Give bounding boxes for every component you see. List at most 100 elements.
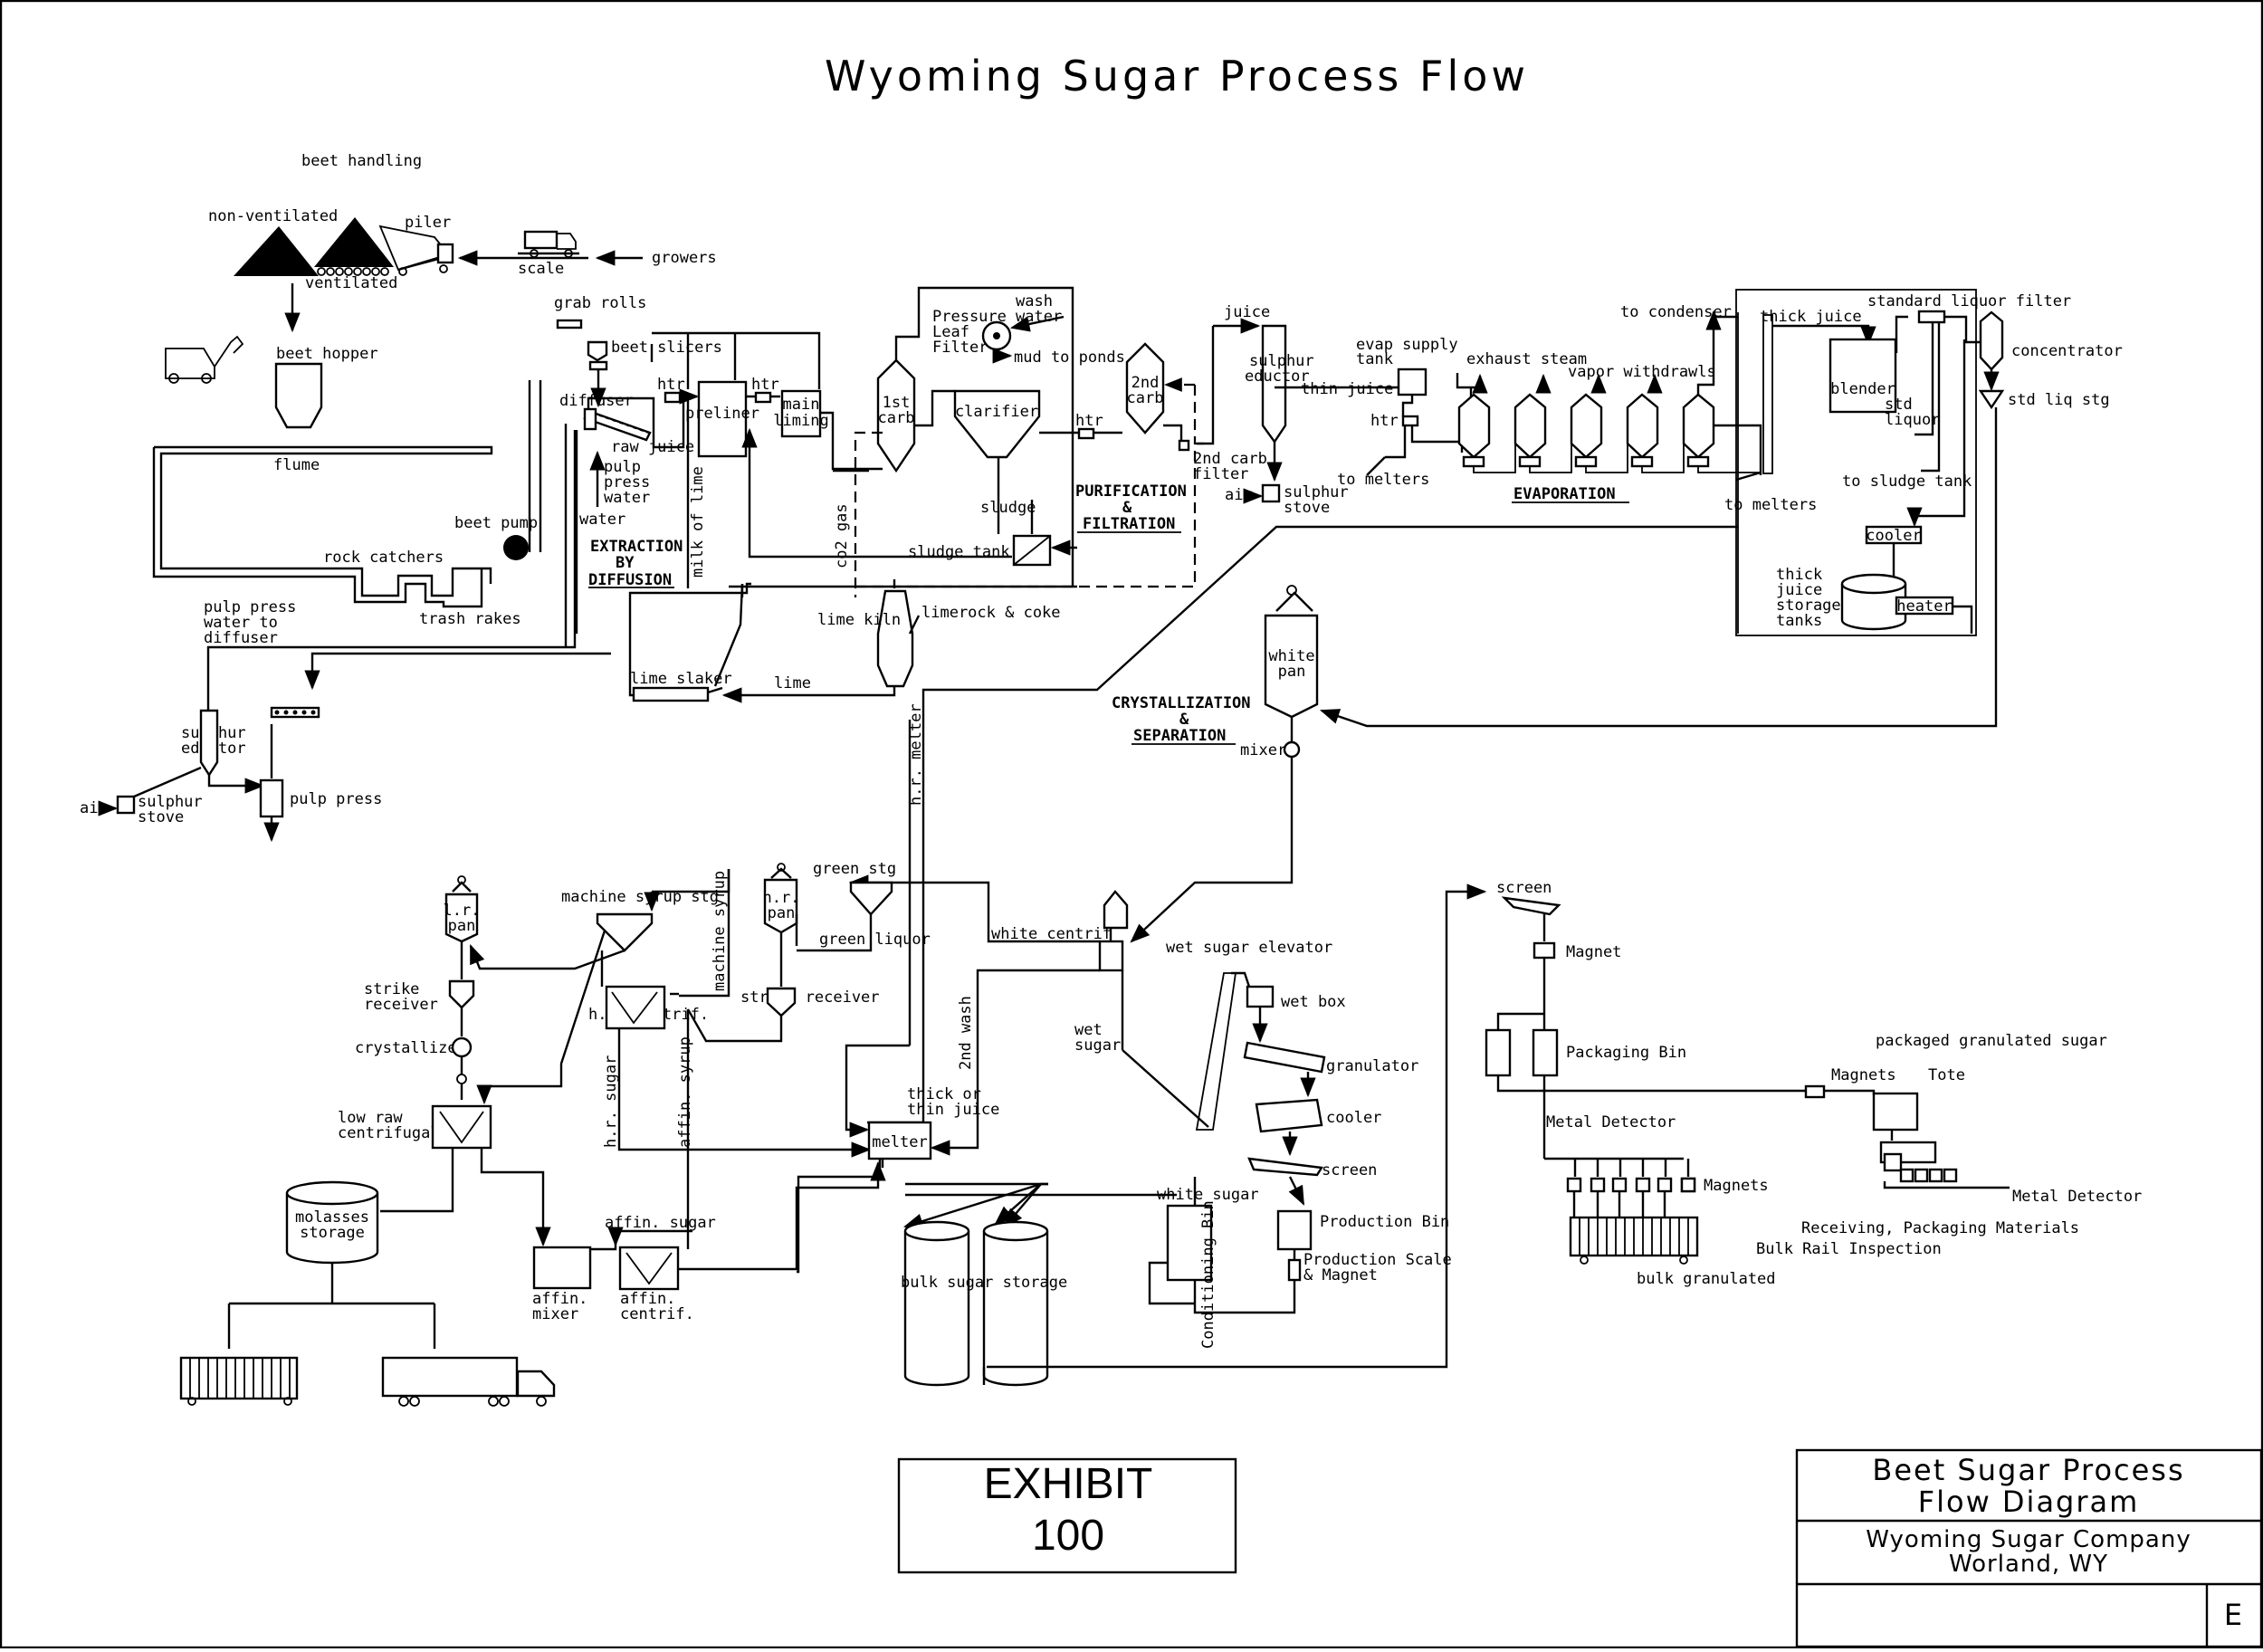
bulk-granulated-railcar bbox=[1569, 1216, 1699, 1265]
tote bbox=[1872, 1092, 1919, 1132]
wet-sugar-label-1: wet bbox=[1074, 1021, 1103, 1039]
white-pan bbox=[1264, 614, 1319, 719]
concentrator bbox=[1979, 310, 2004, 371]
sulphur-eductor-2-label-2: eductor bbox=[1245, 368, 1310, 386]
extraction-section-label-3: DIFFUSION bbox=[588, 571, 672, 589]
melter bbox=[867, 1121, 932, 1160]
to-sludge-tank-label: to sludge tank bbox=[1842, 473, 1972, 491]
thick-juice-area: thick juice blender standard liquor filt… bbox=[1724, 289, 2123, 636]
thick-juice-storage-label-4: tanks bbox=[1776, 612, 1822, 630]
lr-pan-label-1: l.r. bbox=[444, 902, 481, 920]
evaporator-2 bbox=[1513, 393, 1547, 468]
pulp-conveyor bbox=[270, 706, 320, 719]
second-carb-label-2: carb bbox=[1127, 389, 1164, 407]
bulk-sugar-storage-label: bulk sugar storage bbox=[901, 1274, 1067, 1292]
beet-hopper bbox=[274, 362, 323, 429]
packaged-granulated-label: packaged granulated sugar bbox=[1876, 1032, 2107, 1050]
air-label-1: air bbox=[80, 799, 108, 817]
flume-label: flume bbox=[273, 456, 320, 474]
affin-mixer-label-1: affin. bbox=[532, 1290, 587, 1308]
to-melters-label-2: to melters bbox=[1724, 496, 1817, 514]
screen-2 bbox=[1501, 896, 1561, 916]
sulphur-stove-2-label-1: sulphur bbox=[1284, 483, 1349, 501]
ventilated-label: ventilated bbox=[305, 274, 397, 292]
exhibit-label: EXHIBIT bbox=[984, 1460, 1153, 1508]
extraction-section-label-1: EXTRACTION bbox=[590, 538, 683, 556]
mixer bbox=[1283, 740, 1301, 759]
screen-label-1: screen bbox=[1322, 1161, 1377, 1179]
strike-receiver-1 bbox=[448, 979, 475, 1009]
beet-hopper-label: beet hopper bbox=[276, 345, 378, 363]
growers-label: growers bbox=[652, 249, 717, 267]
concentrator-label: concentrator bbox=[2011, 342, 2123, 360]
preliner-tank bbox=[697, 380, 748, 458]
magnets-label-2: Magnets bbox=[1831, 1066, 1896, 1084]
sulphur-stove-label-2: stove bbox=[138, 808, 184, 826]
filter-label: Filter bbox=[932, 339, 988, 357]
white-pan-label-2: pan bbox=[1278, 663, 1306, 681]
purification-section-label-1: PURIFICATION bbox=[1075, 482, 1187, 501]
sulphur-stove-2 bbox=[1261, 483, 1281, 503]
thick-or-label-1: thick or bbox=[907, 1085, 981, 1103]
wheel-loader-icon bbox=[165, 335, 244, 384]
screen-1 bbox=[1247, 1157, 1324, 1177]
milk-of-lime-label: milk of lime bbox=[689, 466, 707, 578]
std-liquor-label-1: std bbox=[1885, 396, 1913, 414]
metal-detector-label: Metal Detector bbox=[1546, 1113, 1676, 1132]
pressure-label: Pressure bbox=[932, 308, 1007, 326]
sulphur-eductor-1 bbox=[199, 709, 219, 778]
grab-rolls bbox=[556, 319, 583, 329]
white-centrif-label: white centrif bbox=[991, 925, 1112, 943]
beet-handling-area: beet handling non-ventilated ventilated … bbox=[152, 152, 717, 628]
evap-supply-tank bbox=[1397, 368, 1428, 396]
production-scale-label-1: Production Scale bbox=[1303, 1251, 1452, 1269]
green-liquor-label: green liquor bbox=[819, 931, 931, 949]
crystallization-section-label-3: SEPARATION bbox=[1133, 727, 1226, 745]
low-raw-centrifugal bbox=[431, 1104, 492, 1150]
evaporator-3 bbox=[1570, 393, 1603, 468]
press-label: press bbox=[604, 473, 650, 492]
rock-catchers-label: rock catchers bbox=[323, 549, 444, 567]
white-sugar-label: white sugar bbox=[1157, 1186, 1259, 1204]
sulphur-eductor-2-label-1: sulphur bbox=[1249, 352, 1314, 370]
packaging-area: screen Magnet Packaging Bin Metal Detect… bbox=[1485, 879, 2142, 1288]
htr-label-1: htr bbox=[657, 376, 685, 394]
green-stg-label: green stg bbox=[813, 860, 896, 878]
strike-receiver-label-1: strike bbox=[364, 980, 419, 998]
title-block-line-1: Beet Sugar Process bbox=[1872, 1453, 2184, 1487]
thin-juice-label: thin juice bbox=[1301, 380, 1393, 398]
sulphur-stove-1 bbox=[116, 795, 136, 815]
vapor-withdrawls-label: vapor withdrawls bbox=[1568, 363, 1716, 381]
exhaust-steam-label: exhaust steam bbox=[1466, 350, 1587, 368]
blender-label: blender bbox=[1830, 380, 1895, 398]
beet-pump-icon bbox=[503, 535, 529, 560]
first-carb-label-2: carb bbox=[878, 409, 915, 427]
granulator bbox=[1243, 1041, 1326, 1074]
water-label-2: water bbox=[579, 511, 625, 529]
bulk-granulated-label: bulk granulated bbox=[1637, 1270, 1776, 1288]
packaging-bin-label: Packaging Bin bbox=[1566, 1044, 1686, 1062]
preliner-label: preliner bbox=[685, 405, 759, 423]
pulp-label: pulp bbox=[604, 458, 641, 476]
ventilation-ducts bbox=[317, 267, 389, 276]
evaporation-area: exhaust steam vapor withdrawls EVAPORATI… bbox=[1456, 303, 1762, 503]
water-label-3: water bbox=[1016, 308, 1062, 326]
molasses-label-2: storage bbox=[300, 1224, 365, 1242]
tanker-truck-icon bbox=[381, 1356, 556, 1407]
crystallization-section-label-2: & bbox=[1179, 711, 1189, 729]
ventilated-pile-icon bbox=[314, 217, 394, 267]
co2-gas-label: co2 gas bbox=[833, 503, 851, 568]
clarifier bbox=[953, 389, 1041, 459]
conditioning-bin-label: Conditioning Bin bbox=[1199, 1200, 1217, 1349]
non-ventilated-label: non-ventilated bbox=[208, 207, 338, 225]
evaporator-1 bbox=[1457, 393, 1491, 468]
white-centrifugal bbox=[1098, 940, 1124, 972]
thick-juice-storage-tanks bbox=[1840, 573, 1907, 631]
production-bin-label: Production Bin bbox=[1320, 1213, 1449, 1231]
low-raw-label-1: low raw bbox=[338, 1109, 403, 1127]
crystallization-area: white pan CRYSTALLIZATION & SEPARATION m… bbox=[907, 407, 1998, 1046]
cooler-2 bbox=[1255, 1098, 1323, 1133]
thick-juice-storage-label-1: thick bbox=[1776, 566, 1822, 584]
